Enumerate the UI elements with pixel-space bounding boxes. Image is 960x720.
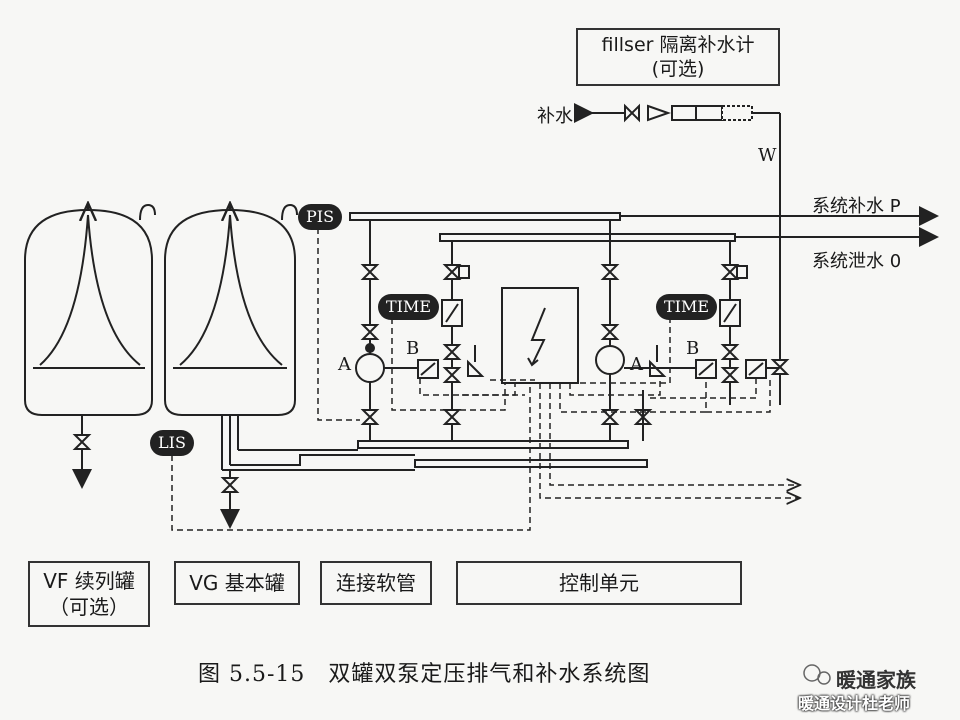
legend-hose: 连接软管	[320, 561, 432, 605]
time-right-tag: TIME	[656, 294, 718, 320]
makeup-water-label: 补水	[537, 106, 573, 127]
pump-b-right-label: B	[686, 338, 700, 359]
filter-box-title: fillser 隔离补水计	[601, 34, 755, 56]
legend-vf-optional: （可选）	[49, 595, 129, 619]
legend-vg: VG 基本罐	[174, 561, 300, 605]
legend-control-name: 控制单元	[559, 571, 639, 595]
time-left-tag: TIME	[378, 294, 440, 320]
filter-box-optional: (可选)	[651, 58, 705, 80]
legend-vf-name: VF 续列罐	[43, 569, 135, 593]
pump-branch-left	[355, 220, 385, 441]
pis-tag: PIS	[298, 204, 343, 230]
pump-b-left-label: B	[406, 338, 420, 359]
figure-caption: 图 5.5-15 双罐双泵定压排气和补水系统图	[198, 662, 651, 687]
pump-a-right-label: A	[630, 354, 643, 375]
legend-vg-name: VG 基本罐	[189, 571, 285, 595]
pump-branch-right	[595, 220, 653, 441]
vf-drain-valve	[72, 434, 92, 489]
vg-tank	[164, 203, 298, 416]
w-label: W	[758, 145, 777, 166]
lis-tag: LIS	[150, 430, 194, 456]
legend-hose-name: 连接软管	[336, 571, 416, 595]
legend-control: 控制单元	[456, 561, 742, 605]
pump-a-left-label: A	[338, 354, 351, 375]
control-unit	[501, 287, 579, 384]
system-drain-label: 系统泄水 0	[812, 251, 902, 272]
vg-drain-valve	[220, 477, 240, 529]
filter-box: fillser 隔离补水计 (可选)	[576, 28, 780, 86]
legend-vf: VF 续列罐 （可选）	[28, 561, 150, 627]
watermark-line2: 暖通设计杜老师	[798, 694, 911, 713]
wechat-icon	[803, 664, 831, 685]
system-makeup-label: 系统补水 P	[812, 196, 901, 217]
pump-branch-left-b	[384, 241, 485, 441]
vf-tank	[24, 203, 156, 475]
watermark-line1: 暖通家族	[836, 668, 916, 692]
